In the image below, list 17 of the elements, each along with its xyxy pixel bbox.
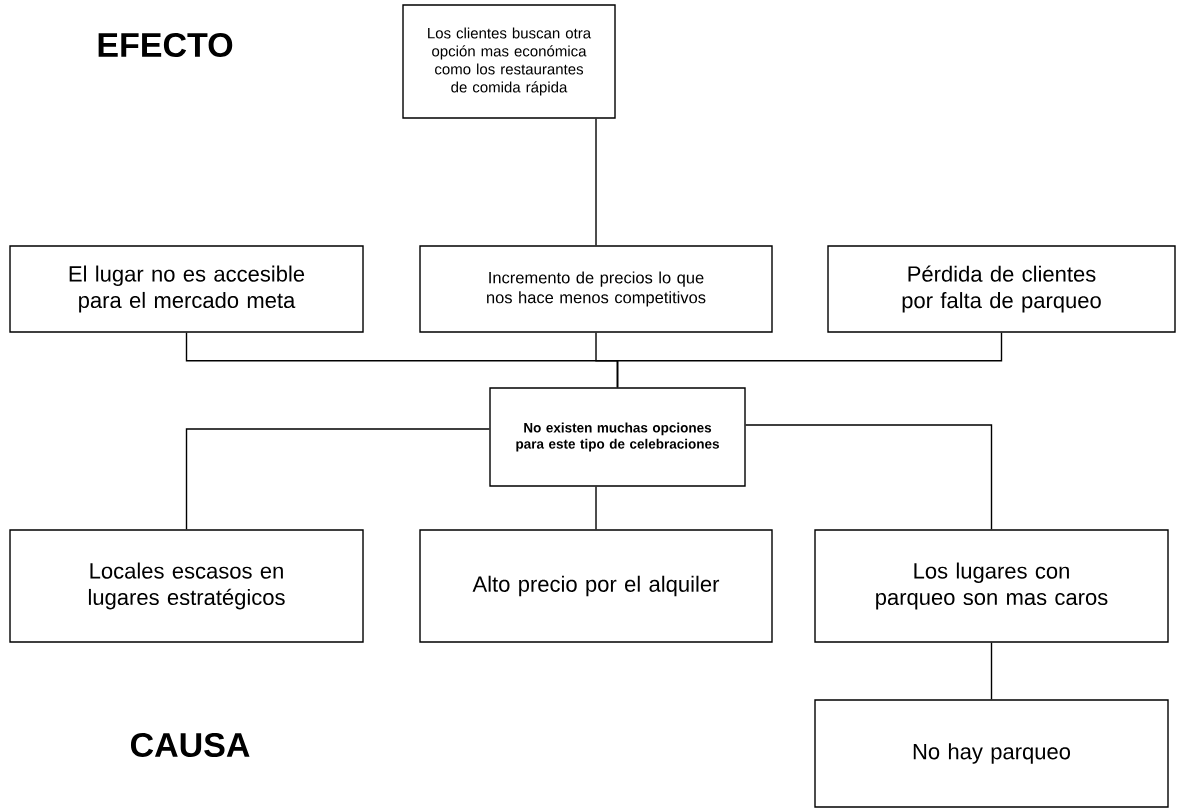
effect-box: Los clientes buscan otra opción mas económica como los restaurantes de comida rápida bbox=[402, 4, 616, 119]
connector-line bbox=[595, 486, 597, 530]
problem-box: No existen muchas opciones para este tipo de celebraciones bbox=[489, 387, 746, 487]
section-heading: EFECTO bbox=[98, 32, 233, 57]
effect-box: El lugar no es accesible para el mercado meta bbox=[9, 245, 364, 333]
cause-box: No hay parqueo bbox=[814, 699, 1169, 808]
cause-box: Alto precio por el alquiler bbox=[419, 529, 773, 643]
connector-line bbox=[185, 428, 490, 530]
cause-box: Los lugares con parqueo son mas caros bbox=[814, 529, 1169, 643]
effect-box: Incremento de precios lo que nos hace menos competitivos bbox=[419, 245, 773, 333]
connector-line bbox=[990, 642, 993, 700]
connector-line bbox=[745, 424, 993, 530]
section-heading: CAUSA bbox=[130, 732, 250, 757]
effect-box: Pérdida de clientes por falta de parqueo bbox=[827, 245, 1176, 333]
cause-box: Locales escasos en lugares estratégicos bbox=[9, 529, 364, 643]
connector-line bbox=[595, 118, 597, 246]
connector-line bbox=[616, 332, 1003, 388]
